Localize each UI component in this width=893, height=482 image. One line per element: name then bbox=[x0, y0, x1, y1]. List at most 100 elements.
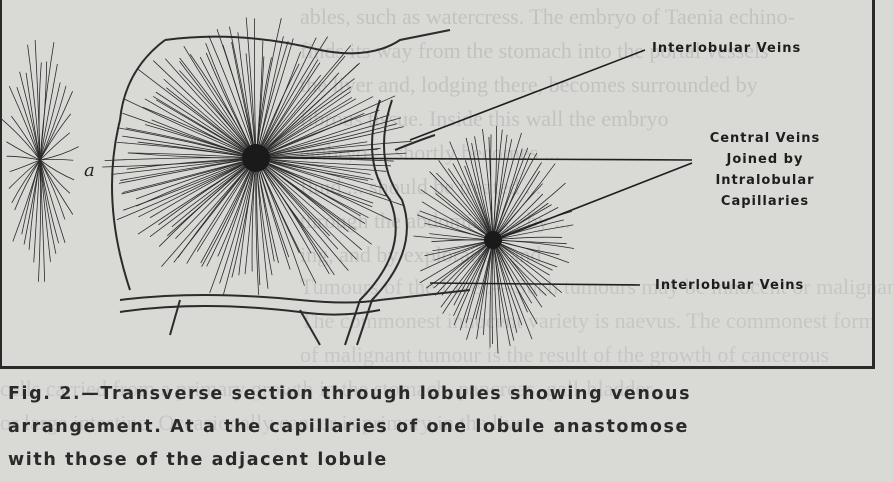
capillary bbox=[492, 147, 529, 241]
capillary bbox=[255, 117, 402, 159]
capillary bbox=[126, 157, 257, 170]
capillary bbox=[128, 152, 257, 159]
capillary bbox=[492, 132, 522, 241]
capillary bbox=[25, 72, 41, 161]
capillary bbox=[490, 134, 494, 241]
capillary bbox=[492, 193, 544, 241]
capillary bbox=[9, 159, 41, 173]
label-line: Central Veins bbox=[709, 131, 821, 146]
capillary bbox=[255, 157, 269, 289]
capillary bbox=[255, 109, 380, 159]
label-line: Joined by bbox=[726, 152, 804, 167]
capillary bbox=[11, 115, 41, 161]
capillary bbox=[165, 58, 257, 159]
capillary bbox=[492, 239, 515, 341]
capillary bbox=[453, 239, 494, 326]
capillary bbox=[255, 18, 282, 159]
capillary bbox=[255, 157, 404, 206]
label-interlobular-veins-top: Interlobular Veins bbox=[652, 41, 802, 56]
capillary bbox=[116, 157, 257, 221]
bleed-line: The commonest innocent variety is naevus… bbox=[300, 308, 876, 333]
label-line: Capillaries bbox=[720, 194, 810, 209]
caption-line: arrangement. At a the capillaries of one… bbox=[8, 417, 689, 437]
capillary bbox=[122, 157, 257, 193]
capillary bbox=[255, 157, 349, 232]
capillary bbox=[255, 157, 357, 260]
capillary bbox=[492, 152, 538, 241]
capillary bbox=[255, 59, 319, 159]
capillary bbox=[492, 239, 533, 340]
capillary bbox=[152, 60, 257, 159]
capillary bbox=[16, 87, 41, 161]
capillary bbox=[125, 127, 257, 159]
capillary bbox=[8, 85, 41, 161]
capillary bbox=[492, 170, 541, 241]
capillary bbox=[144, 98, 257, 159]
capillary bbox=[39, 42, 55, 161]
capillary bbox=[39, 159, 51, 262]
capillary bbox=[39, 158, 74, 161]
capillary bbox=[124, 99, 257, 159]
capillary bbox=[183, 45, 257, 159]
capillary bbox=[255, 157, 387, 197]
capillary bbox=[245, 17, 257, 159]
label-interlobular-veins-bottom: Interlobular Veins bbox=[655, 278, 805, 293]
capillary bbox=[28, 159, 41, 250]
capillary bbox=[6, 141, 41, 161]
capillary bbox=[255, 157, 366, 224]
capillary bbox=[237, 32, 257, 159]
point-a-label: a bbox=[84, 160, 95, 181]
capillary bbox=[492, 148, 523, 241]
bleed-line: fibrous tissue. Inside this wall the emb… bbox=[300, 106, 669, 131]
capillary bbox=[12, 159, 41, 242]
capillary bbox=[465, 137, 494, 241]
capillary bbox=[255, 157, 349, 271]
capillary bbox=[255, 157, 330, 275]
capillary bbox=[253, 18, 257, 159]
capillary bbox=[205, 42, 257, 159]
capillary bbox=[442, 239, 494, 314]
central-vein bbox=[484, 231, 502, 249]
bleed-line: cells carried from a primary growth in t… bbox=[0, 376, 658, 401]
caption-line: with those of the adjacent lobule bbox=[8, 450, 388, 470]
capillary bbox=[474, 136, 494, 241]
bleed-line: Tumours of the Liver.—Such tumours may b… bbox=[300, 274, 893, 299]
capillary bbox=[11, 159, 41, 204]
label-line: Intralobular bbox=[715, 173, 815, 188]
capillary bbox=[23, 159, 41, 245]
capillary bbox=[120, 157, 257, 181]
capillary bbox=[6, 155, 41, 161]
capillary bbox=[1, 118, 41, 161]
capillary bbox=[8, 159, 41, 189]
capillary bbox=[179, 57, 257, 159]
capillary bbox=[255, 157, 259, 295]
capillary bbox=[492, 139, 513, 241]
capillary bbox=[14, 159, 41, 211]
capillary bbox=[39, 159, 66, 243]
capillary bbox=[37, 159, 41, 282]
capillary bbox=[492, 239, 558, 268]
capillary bbox=[38, 62, 42, 161]
capillary bbox=[39, 159, 71, 194]
capillary bbox=[222, 157, 257, 296]
capillary bbox=[219, 157, 257, 284]
label-central-veins: Central Veins Joined by Intralobular Cap… bbox=[690, 128, 840, 212]
bleed-line: ables, such as watercress. The embryo of… bbox=[300, 4, 795, 29]
capillary bbox=[27, 44, 41, 161]
capillary bbox=[255, 157, 392, 167]
capillary bbox=[137, 157, 257, 235]
capillary bbox=[39, 113, 71, 161]
capillary bbox=[492, 239, 575, 249]
capillary bbox=[208, 35, 257, 159]
capillary bbox=[102, 157, 257, 168]
capillary bbox=[429, 171, 494, 241]
capillary bbox=[255, 140, 412, 159]
capillary bbox=[489, 239, 494, 348]
capillary bbox=[492, 129, 503, 241]
capillary bbox=[39, 132, 70, 161]
capillary bbox=[255, 126, 404, 159]
caption-line: Fig. 2.—Transverse section through lobul… bbox=[8, 384, 692, 404]
capillary bbox=[255, 157, 392, 221]
capillary bbox=[255, 123, 398, 159]
lobule-left bbox=[1, 40, 79, 282]
